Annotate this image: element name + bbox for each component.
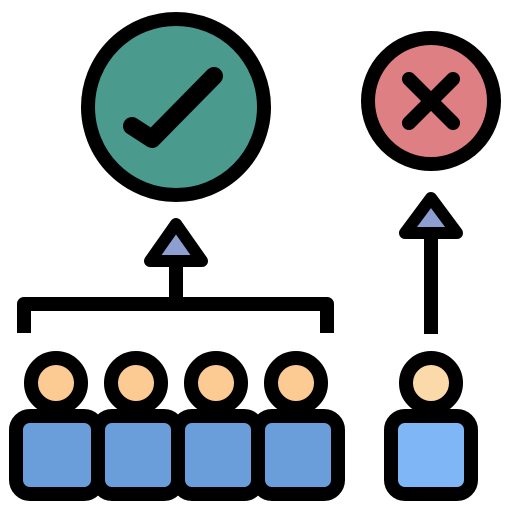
individual-head [399, 351, 463, 415]
bracket-icon [17, 297, 334, 333]
person-head [264, 351, 328, 415]
individual-body [384, 409, 478, 501]
cross-line-b [402, 72, 460, 130]
person-body [91, 409, 185, 501]
group-arrow-head [144, 218, 208, 267]
check-mark [123, 67, 223, 148]
individual-arrow-head [399, 192, 463, 239]
person-icon [384, 351, 478, 501]
check-icon [81, 12, 271, 202]
person-head [24, 351, 88, 415]
person-body [9, 409, 105, 501]
group-people-icon [9, 351, 345, 501]
person-head [104, 351, 168, 415]
person-body [251, 409, 345, 501]
cross-icon [361, 31, 501, 171]
person-head [184, 351, 248, 415]
arrow-up-icon-individual [399, 192, 463, 334]
arrow-up-icon-group [144, 218, 208, 306]
person-body [171, 409, 265, 501]
